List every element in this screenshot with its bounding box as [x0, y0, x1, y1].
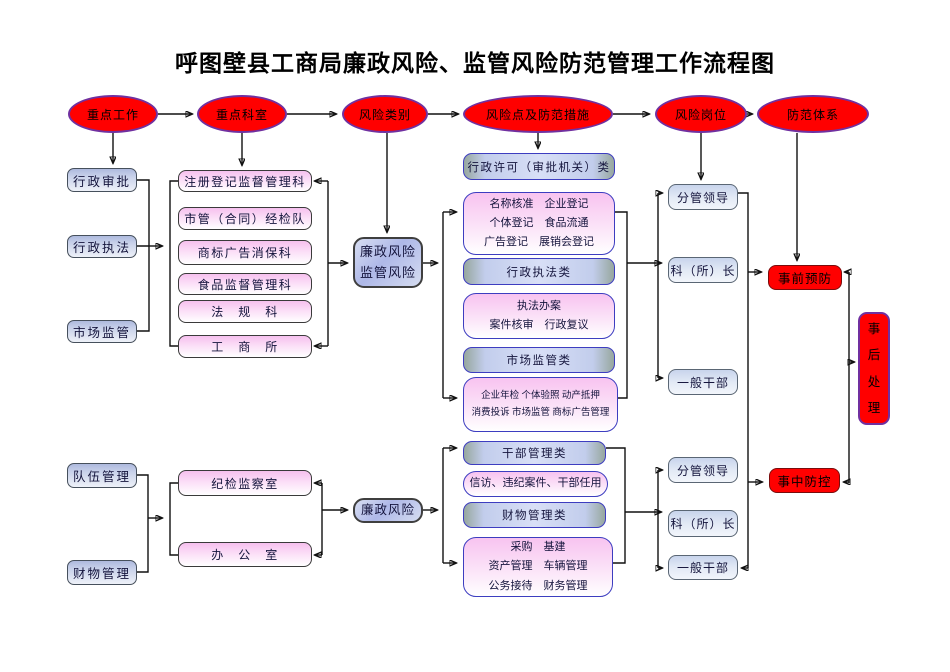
box-items-market: 企业年检 个体验照 动产抵押 消费投诉 市场监管 商标广告管理 [463, 377, 618, 432]
box-risk-category-integrity: 廉政风险 [353, 498, 423, 523]
box-dept-food: 食品监督管理科 [178, 273, 312, 295]
box-type-market: 市场监管类 [463, 347, 615, 373]
ellipse-prevention-system: 防范体系 [757, 95, 869, 133]
box-dept-office: 办 公 室 [178, 542, 312, 567]
item-line: 企业年检 个体验照 动产抵押 [481, 390, 600, 401]
item-line: 资产管理 车辆管理 [488, 560, 588, 573]
box-dept-registration: 注册登记监督管理科 [178, 170, 312, 192]
box-post-handling: 事 后 处 理 [858, 312, 890, 425]
ellipse-key-work: 重点工作 [68, 95, 158, 133]
box-market-supervision: 市场监管 [67, 320, 137, 343]
box-post-cadre-bottom: 一般干部 [668, 555, 738, 580]
ellipse-risk-category: 风险类别 [342, 95, 428, 133]
item-line: 消费投诉 市场监管 商标广告管理 [471, 407, 610, 418]
box-items-finance: 采购 基建 资产管理 车辆管理 公务接待 财务管理 [463, 537, 613, 597]
box-dept-trademark-ad: 商标广告消保科 [178, 240, 312, 265]
risk-category-line: 监管风险 [359, 264, 416, 280]
item-line: 执法办案 [517, 299, 561, 312]
post-handling-char: 处 [867, 374, 881, 389]
ellipse-risk-points: 风险点及防范措施 [463, 95, 613, 133]
box-control-during: 事中防控 [769, 468, 840, 493]
connector-line [738, 192, 749, 568]
post-handling-char: 后 [867, 348, 881, 363]
box-team-management: 队伍管理 [67, 463, 137, 488]
box-post-cadre-top: 一般干部 [668, 369, 738, 395]
box-type-enforcement: 行政执法类 [463, 258, 615, 285]
connector-line [169, 482, 178, 556]
item-line: 案件核审 行政复议 [489, 319, 589, 331]
box-items-registration: 名称核准 企业登记 个体登记 食品流通 广告登记 展销会登记 [463, 192, 615, 255]
ellipse-risk-post: 风险岗位 [655, 95, 747, 133]
box-dept-legal: 法 规 科 [178, 300, 312, 323]
page-title: 呼图壁县工商局廉政风险、监管风险防范管理工作流程图 [175, 50, 775, 76]
box-type-cadre: 干部管理类 [463, 441, 606, 465]
box-type-finance: 财物管理类 [463, 502, 606, 528]
connector-line [615, 211, 628, 399]
box-items-cadre: 信访、违纪案件、干部任用 [463, 471, 608, 497]
connector-line [137, 474, 149, 573]
item-line: 广告登记 展销会登记 [484, 236, 594, 249]
box-property-management: 财物管理 [67, 560, 137, 585]
box-dept-industry-office: 工 商 所 [178, 335, 312, 358]
post-handling-char: 理 [867, 400, 881, 415]
box-admin-approval: 行政审批 [67, 168, 137, 192]
post-handling-char: 事 [867, 322, 881, 336]
box-post-leader-top: 分管领导 [668, 184, 738, 210]
item-line: 公务接待 财务管理 [488, 579, 588, 592]
item-line: 信访、违纪案件、干部任用 [469, 477, 602, 490]
connector-line [169, 180, 178, 347]
box-post-chief-top: 科（所）长 [668, 257, 738, 283]
box-items-enforcement: 执法办案 案件核审 行政复议 [463, 293, 615, 339]
box-post-leader-bottom: 分管领导 [668, 457, 738, 483]
risk-category-line: 廉政风险 [359, 244, 416, 260]
item-line: 个体登记 食品流通 [489, 216, 589, 229]
box-admin-enforcement: 行政执法 [67, 235, 137, 258]
ellipse-key-dept: 重点科室 [197, 95, 287, 133]
connector-line [137, 179, 150, 332]
box-dept-discipline: 纪检监察室 [178, 470, 312, 496]
box-prevention-advance: 事前预防 [768, 265, 842, 290]
box-type-admin-permit: 行政许可（审批机关）类 [463, 153, 615, 180]
item-line: 采购 基建 [510, 541, 566, 554]
box-risk-category-combined: 廉政风险 监管风险 [353, 237, 423, 288]
box-dept-market-contract: 市管（合同）经检队 [178, 207, 312, 230]
item-line: 名称核准 企业登记 [489, 197, 589, 210]
box-post-chief-bottom: 科（所）长 [668, 510, 738, 537]
